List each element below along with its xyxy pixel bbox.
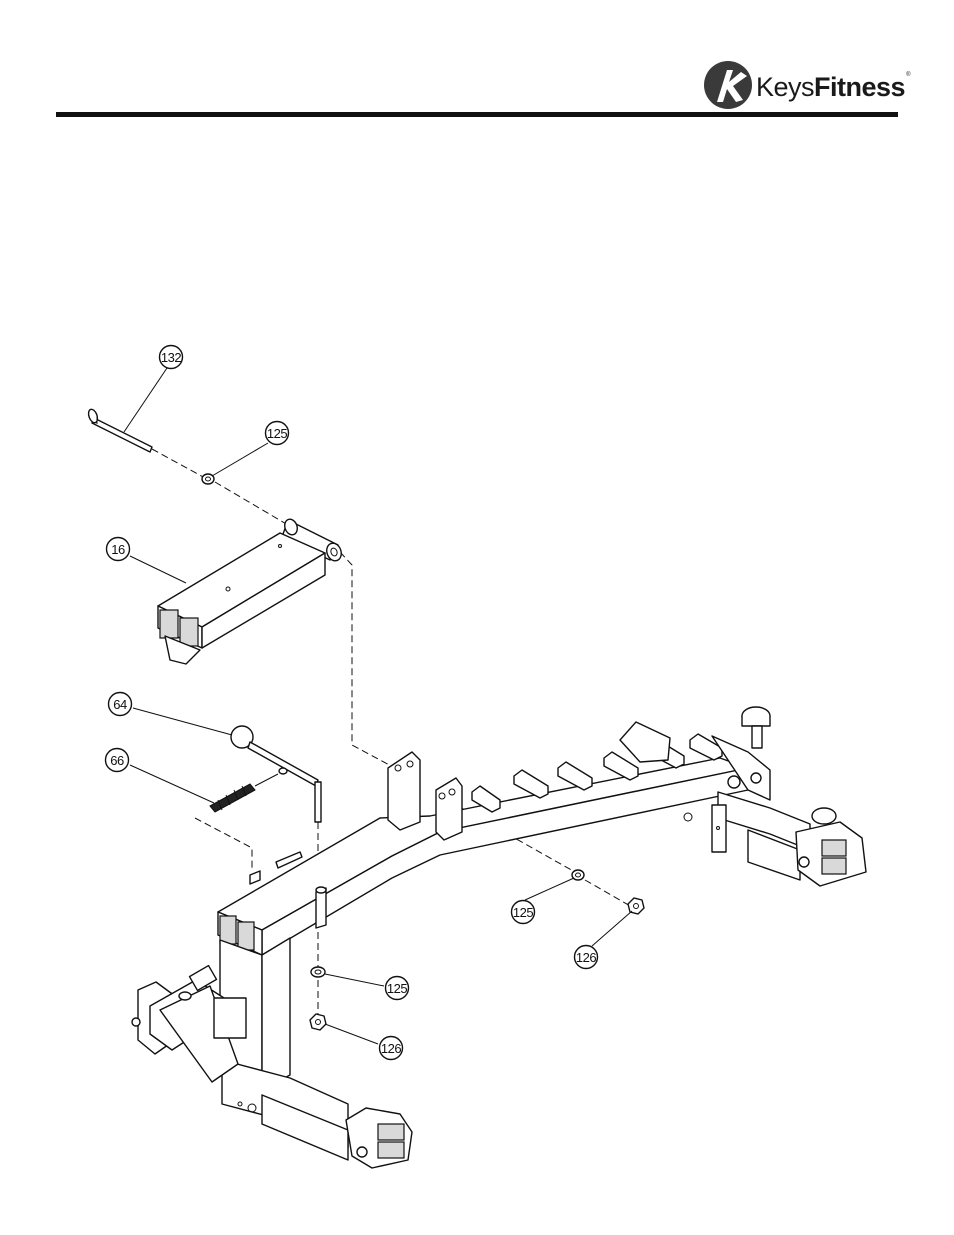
- spring-66: [210, 768, 287, 812]
- callout-125-right-label: 125: [513, 905, 533, 920]
- callout-125-top: 125: [266, 422, 289, 445]
- callout-64: 64: [109, 693, 132, 716]
- callout-64-label: 64: [113, 697, 127, 712]
- callout-125-top-label: 125: [267, 426, 287, 441]
- callout-leaders: [124, 368, 632, 1044]
- callout-125-bottom: 125: [386, 977, 409, 1000]
- pop-pin-64: [231, 726, 321, 822]
- callout-66-label: 66: [110, 753, 124, 768]
- nut-126-right: [628, 898, 644, 914]
- nut-126-bottom: [310, 1014, 326, 1030]
- callout-132-label: 132: [161, 350, 181, 365]
- callout-126-right: 126: [575, 946, 598, 969]
- washer-125-bottom: [311, 967, 325, 977]
- pivot-arm-16: [158, 517, 344, 664]
- callout-125-bottom-label: 125: [387, 981, 407, 996]
- callout-126-bottom: 126: [380, 1037, 403, 1060]
- callout-16: 16: [107, 538, 130, 561]
- main-frame: [132, 707, 866, 1168]
- callout-132: 132: [160, 346, 183, 369]
- callout-66: 66: [106, 749, 129, 772]
- callout-125-right: 125: [512, 901, 535, 924]
- bolt-132: [87, 408, 152, 452]
- callout-126-bottom-label: 126: [381, 1041, 401, 1056]
- callout-16-label: 16: [111, 542, 125, 557]
- callout-126-right-label: 126: [576, 950, 596, 965]
